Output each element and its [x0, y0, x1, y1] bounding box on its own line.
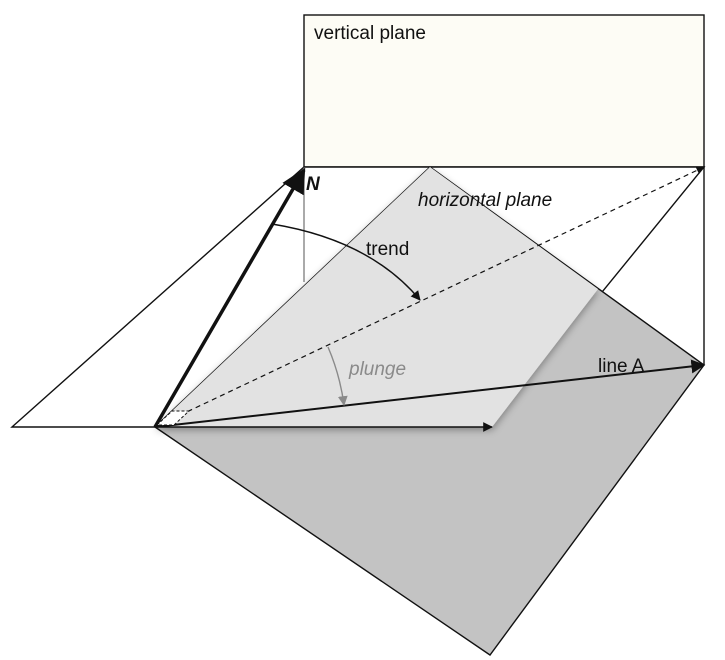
plunge-label: plunge — [348, 359, 406, 380]
right-angle-mark — [155, 410, 191, 426]
line-a-label: line A — [598, 356, 645, 377]
vertical-plane — [303, 14, 705, 168]
horizontal-plane-label: horizontal plane — [418, 190, 552, 211]
dashed-projection-line — [154, 166, 705, 428]
trend-label: trend — [366, 239, 409, 260]
trend-arc — [271, 223, 421, 301]
vertical-plane-label: vertical plane — [314, 23, 426, 44]
line-a-arrow — [154, 359, 706, 428]
inclined-plane-upper-region — [155, 167, 598, 427]
north-label: N — [306, 174, 321, 195]
plunge-arc — [327, 346, 348, 406]
north-arrow — [153, 167, 306, 428]
